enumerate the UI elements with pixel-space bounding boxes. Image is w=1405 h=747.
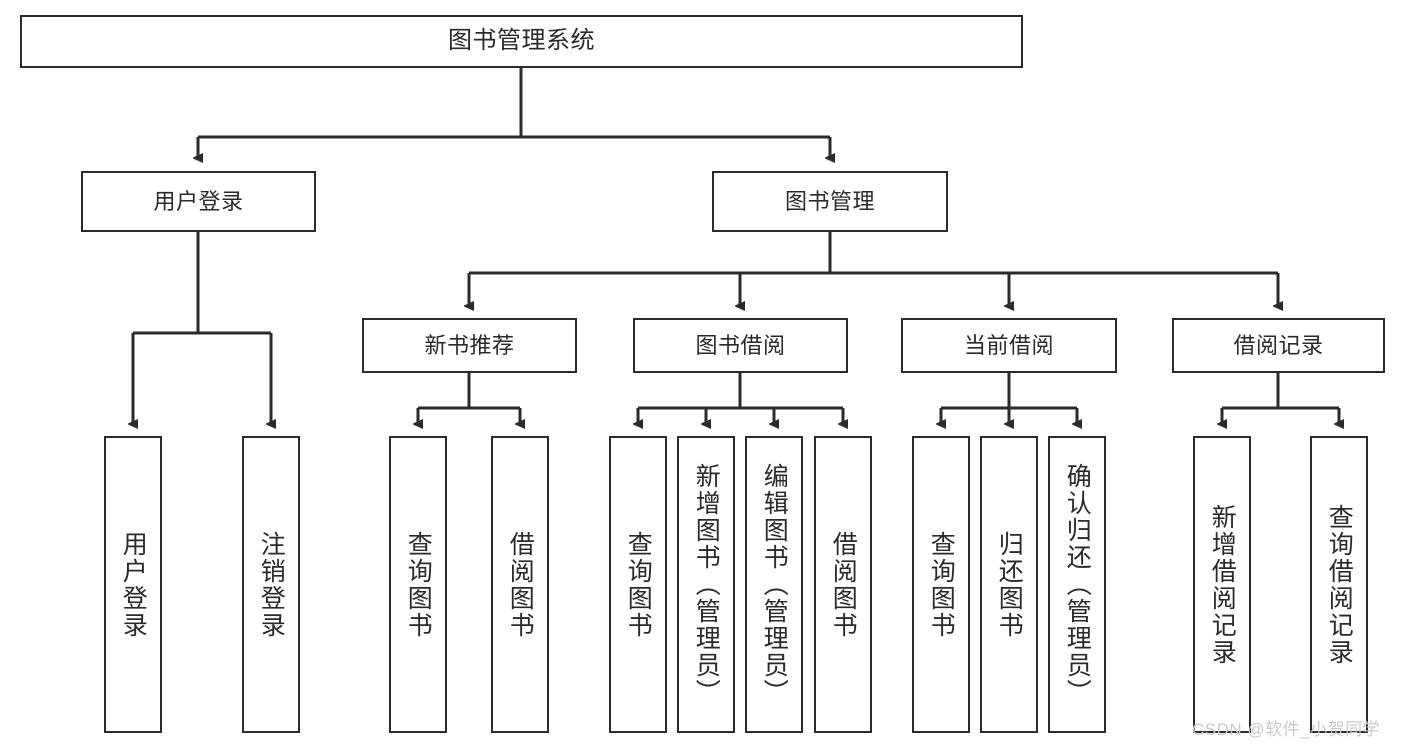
leaf-book-borrow-edit-book-admin[interactable]: 编辑图书（管理员） (745, 436, 803, 733)
node-label: 用户登录 (153, 188, 244, 214)
leaf-user-login-logout[interactable]: 注销登录 (242, 436, 300, 733)
node-borrowing-record[interactable]: 借阅记录 (1172, 318, 1385, 373)
node-label: 新增借阅记录 (1208, 503, 1237, 666)
node-label: 归还图书 (995, 530, 1024, 639)
leaf-book-borrow-borrow-book[interactable]: 借阅图书 (814, 436, 872, 733)
node-label: 查询借阅记录 (1325, 503, 1354, 666)
node-label: 查询图书 (624, 530, 653, 639)
node-user-login[interactable]: 用户登录 (81, 171, 316, 232)
leaf-record-query-borrow-record[interactable]: 查询借阅记录 (1310, 436, 1368, 733)
leaf-book-borrow-query-book[interactable]: 查询图书 (609, 436, 667, 733)
node-label: 查询图书 (404, 530, 433, 639)
node-label: 新增图书（管理员） (692, 463, 721, 706)
leaf-current-borrow-query-book[interactable]: 查询图书 (912, 436, 970, 733)
node-label: 查询图书 (927, 530, 956, 639)
leaf-book-borrow-add-book-admin[interactable]: 新增图书（管理员） (677, 436, 735, 733)
node-label: 借阅记录 (1233, 332, 1324, 358)
node-current-borrowing[interactable]: 当前借阅 (901, 318, 1117, 373)
leaf-new-book-borrow-book[interactable]: 借阅图书 (491, 436, 549, 733)
node-label: 借阅图书 (829, 530, 858, 639)
csdn-watermark: CSDN @软件_小贺同学 (1192, 720, 1381, 739)
leaf-current-borrow-return-book[interactable]: 归还图书 (980, 436, 1038, 733)
node-label: 图书借阅 (695, 332, 786, 358)
node-label: 当前借阅 (963, 332, 1054, 358)
leaf-user-login-login[interactable]: 用户登录 (104, 436, 162, 733)
node-label: 图书管理系统 (448, 27, 595, 55)
node-label: 确认归还（管理员） (1063, 463, 1092, 706)
node-root-book-management-system[interactable]: 图书管理系统 (20, 15, 1023, 68)
node-label: 图书管理 (784, 188, 875, 214)
node-label: 注销登录 (257, 530, 286, 639)
leaf-new-book-query-book[interactable]: 查询图书 (389, 436, 447, 733)
node-new-book-recommendation[interactable]: 新书推荐 (362, 318, 577, 373)
leaf-record-add-borrow-record[interactable]: 新增借阅记录 (1193, 436, 1251, 733)
node-label: 借阅图书 (506, 530, 535, 639)
leaf-current-borrow-confirm-return-admin[interactable]: 确认归还（管理员） (1048, 436, 1106, 733)
node-label: 新书推荐 (424, 332, 515, 358)
node-label: 编辑图书（管理员） (760, 463, 789, 706)
node-label: 用户登录 (119, 530, 148, 639)
node-book-borrowing[interactable]: 图书借阅 (633, 318, 848, 373)
node-book-management[interactable]: 图书管理 (712, 171, 948, 232)
